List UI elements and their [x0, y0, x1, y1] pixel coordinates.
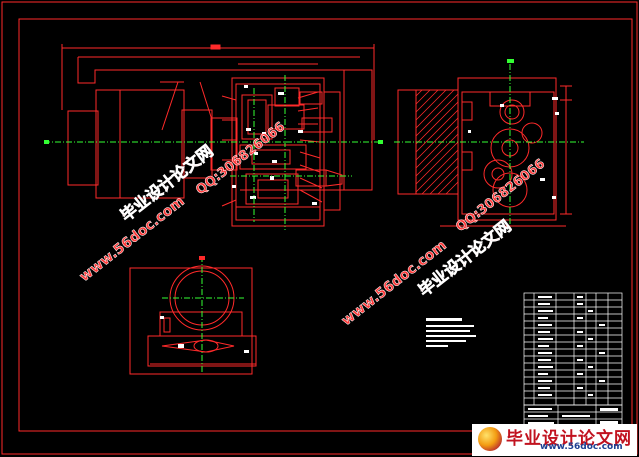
drum-view-marks [160, 316, 249, 353]
side-view-centerlines [394, 64, 584, 226]
technical-notes-block [426, 318, 476, 347]
drum-view-top-marker [199, 256, 205, 260]
watermark-group-lower: QQ:306826066 毕业设计论文网 www.56doc.com [338, 156, 548, 329]
brand-name: 毕业设计论文网 [506, 429, 632, 449]
main-view-part-marks [232, 85, 317, 205]
brand-globe-icon [478, 427, 502, 451]
sheet-inner-border [18, 18, 633, 432]
main-view-centerlines [44, 75, 384, 230]
side-view-top-marker [507, 59, 514, 63]
main-assembly-view [61, 44, 375, 227]
drum-view [129, 265, 257, 375]
drum-view-centerlines [162, 256, 244, 372]
parts-list-entries [528, 296, 618, 424]
side-view-marks [468, 97, 559, 199]
side-view-hatch [415, 89, 459, 195]
main-view-center-marker-right [378, 140, 383, 144]
brand-url: www.56doc.com [540, 442, 623, 452]
main-view-center-marker [44, 140, 49, 144]
